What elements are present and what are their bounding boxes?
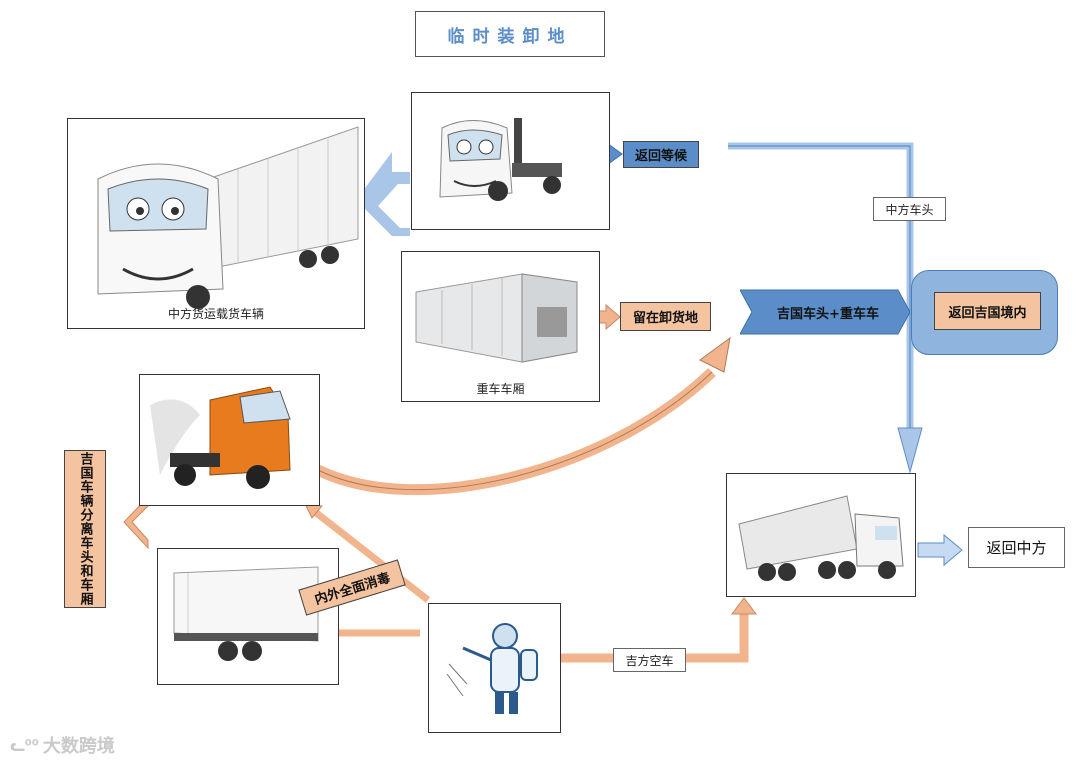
return-wait-label: 返回等候 [623, 141, 699, 168]
empty-trailer-panel [157, 548, 339, 685]
disinfect-worker-panel [428, 603, 561, 733]
container-panel: 重车车厢 [401, 251, 600, 402]
watermark-text: 大数跨境 [42, 736, 115, 757]
disinfect-worker-illustration [446, 623, 538, 714]
kyrgyz-truck-illustration [738, 495, 904, 581]
orange-tractor-illustration [150, 386, 291, 489]
arrow-to-return-cn [917, 533, 963, 567]
curve-arrowhead [699, 336, 731, 373]
split-blue-arrow [356, 152, 410, 236]
tractor-head-panel [411, 92, 610, 230]
ky-head-heavy-label: 吉国车头+重车车 [777, 306, 879, 322]
stay-unload-label: 留在卸货地 [620, 302, 711, 331]
ky-head-heavy-banner [740, 289, 911, 335]
loaded-truck-illustration [97, 126, 359, 309]
diagram-title: 临时装卸地 [415, 11, 605, 57]
kyrgyz-truck-panel [726, 473, 916, 597]
container-caption: 重车车厢 [476, 382, 525, 396]
cn-head-label: 中方车头 [873, 197, 946, 221]
loaded-truck-panel: 中方货运载货车辆 [67, 118, 365, 329]
arrow-disinfect-to-tractor [307, 505, 431, 603]
loaded-truck-caption: 中方货运载货车辆 [167, 307, 264, 321]
blue-route-arrowhead [897, 427, 923, 474]
tractor-head-illustration [439, 118, 562, 201]
watermark-logo-icon: ᓚ⁰⁰ [10, 735, 39, 755]
ky-separate-label: 吉国车辆分离车头和车厢 [64, 450, 106, 608]
ky-empty-label: 吉方空车 [613, 648, 686, 672]
empty-trailer-illustration [173, 566, 319, 661]
return-cn-label: 返回中方 [968, 527, 1065, 568]
orange-tractor-panel [139, 374, 320, 506]
container-illustration [415, 273, 578, 363]
separate-bracket-arrow [123, 495, 149, 550]
return-ky-label: 返回吉国境内 [934, 292, 1041, 330]
watermark: ᓚ⁰⁰ 大数跨境 [10, 732, 115, 758]
